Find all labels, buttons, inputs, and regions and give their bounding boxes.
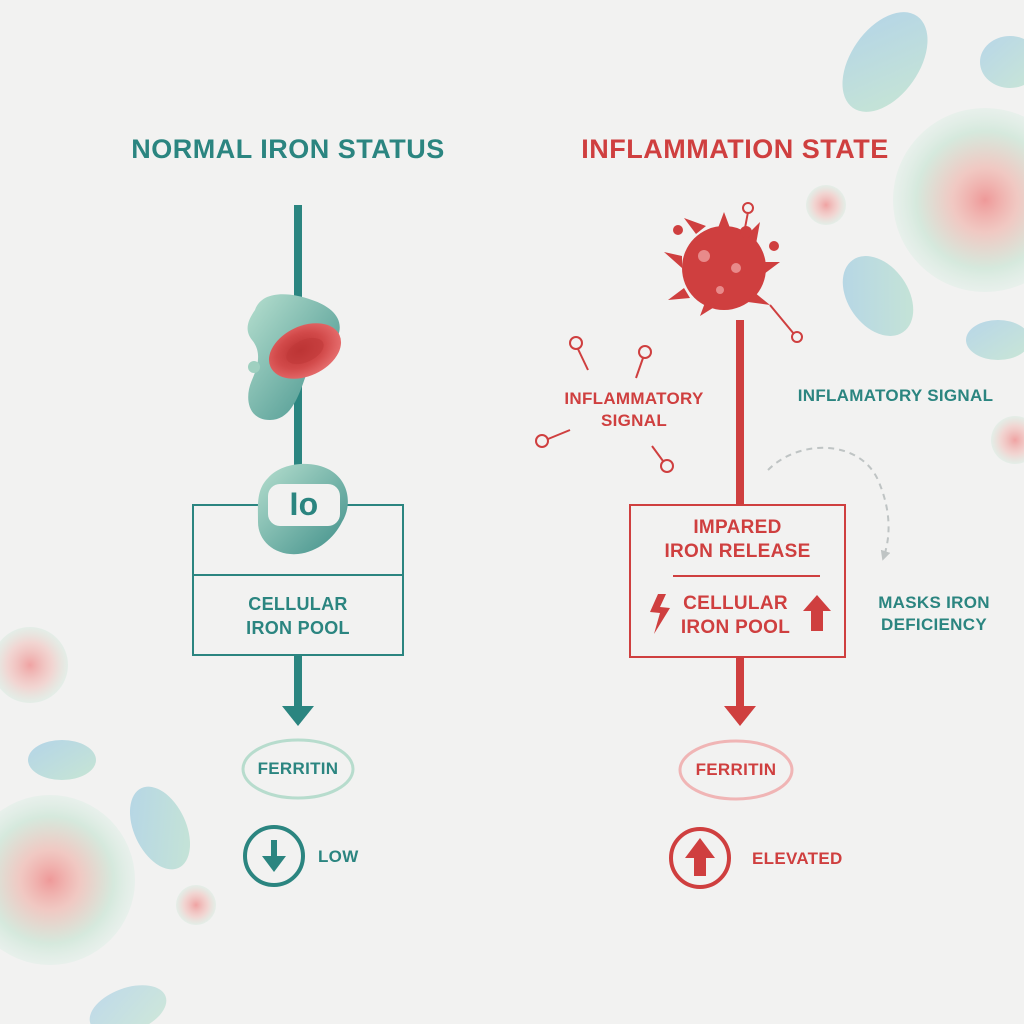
left-iron-particle (248, 361, 260, 373)
red-blood-cell-center (286, 337, 324, 365)
decor-pill-4 (966, 320, 1024, 360)
decor-pill-2 (842, 256, 914, 336)
virus-spot-3 (716, 286, 724, 294)
impaired-release-label: IMPARED IRON RELEASE (664, 517, 811, 562)
decor-pill-5 (28, 740, 96, 780)
left-box-label: CELLULAR IRON POOL (246, 594, 350, 638)
lightning-icon (650, 594, 670, 634)
signal-molecules (535, 336, 674, 473)
decor-cell-tiny-2 (176, 885, 216, 925)
masks-curve-arrow (767, 446, 891, 561)
io-badge-plate (268, 484, 340, 526)
virus-spot-2 (731, 263, 741, 273)
io-badge-text: Io (289, 486, 319, 522)
arrow-up-icon (669, 827, 731, 889)
virus-tendrils (742, 202, 803, 343)
decor-pill-3 (980, 36, 1024, 88)
decor-cell-small-left (0, 627, 68, 703)
arrow-down-icon (243, 825, 305, 887)
decor-cell-small-right (991, 416, 1024, 464)
left-panel (192, 205, 404, 887)
decor-pill-7 (89, 985, 167, 1024)
right-ferritin-pill (678, 739, 794, 801)
right-status-label: ELEVATED (752, 849, 843, 868)
right-flow-arrowhead (724, 706, 756, 726)
virus-spot-1 (698, 250, 710, 262)
signal-label-left: INFLAMMATORY SIGNAL (564, 389, 704, 430)
right-ferritin-label: FERRITIN (695, 760, 777, 779)
left-ferritin-label: FERRITIN (257, 759, 339, 778)
left-status-label: LOW (318, 847, 359, 866)
virus-icon (664, 212, 780, 316)
left-flow-arrowhead (282, 706, 314, 726)
arrow-up-icon-glyph (685, 838, 715, 876)
arrow-down-icon-head (262, 856, 286, 872)
decor-cell-tiny-1 (806, 185, 846, 225)
signal-label-right: INFLAMATORY SIGNAL (797, 386, 994, 405)
decor-pill-1 (842, 12, 928, 112)
masks-deficiency-note: MASKS IRON DEFICIENCY (878, 593, 990, 634)
decor-cell-large-left (0, 795, 135, 965)
left-panel-title: NORMAL IRON STATUS (131, 134, 445, 164)
decor-pill-6 (129, 786, 191, 870)
right-panel (535, 202, 891, 889)
up-arrow-small-icon (803, 595, 831, 631)
right-panel-title: INFLAMMATION STATE (581, 134, 889, 164)
right-box-label: CELLULAR IRON POOL (680, 593, 791, 638)
decor-cell-large-right (893, 108, 1024, 292)
left-ferritin-pill (241, 738, 355, 800)
